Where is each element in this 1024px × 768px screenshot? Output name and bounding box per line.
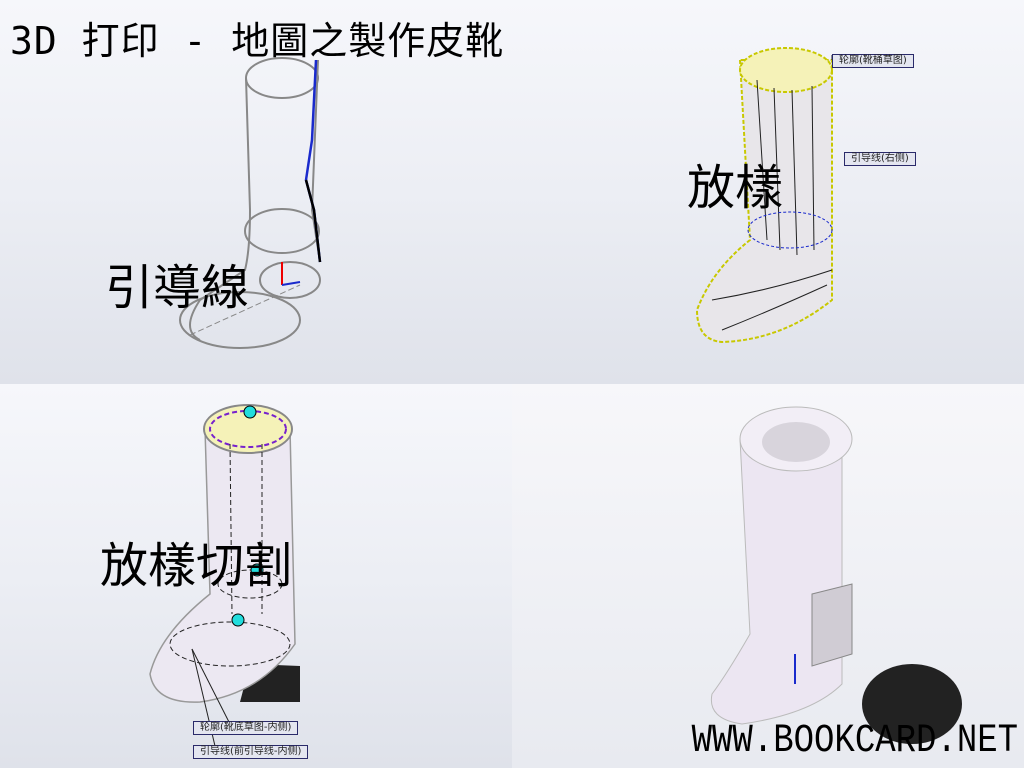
panel-loft: 放樣 轮廓(靴桶草图) 引导线(右侧) [512,0,1024,384]
loft-boot-drawing [695,47,833,344]
page-title: 3D 打印 - 地圖之製作皮靴 [10,19,505,63]
panel-final-boot [512,384,1024,768]
panel-loft-cut: 放樣切割 轮廓(靴底草图-内侧) 引导线(前引导线-内侧) [0,384,512,768]
loft-cut-boot-drawing [149,404,300,747]
callout-guide-right: 引导线(右侧) [844,152,916,166]
loft-label: 放樣 [687,160,784,216]
callout-profile-shaft: 轮廓(靴桶草图) [832,54,914,68]
guide-label: 引導線 [105,260,250,316]
loft-cut-label: 放樣切割 [100,538,293,594]
website-footer[interactable]: WWW.BOOKCARD.NET [691,719,1018,764]
final-boot-render [710,406,962,744]
panel-guide-curves: 引導線 [0,0,512,384]
callout-profile-sole-inner: 轮廓(靴底草图-内侧) [193,721,299,735]
guide-sketch-drawing [179,57,322,349]
callout-front-guide-inner: 引导线(前引导线-内侧) [193,745,309,759]
